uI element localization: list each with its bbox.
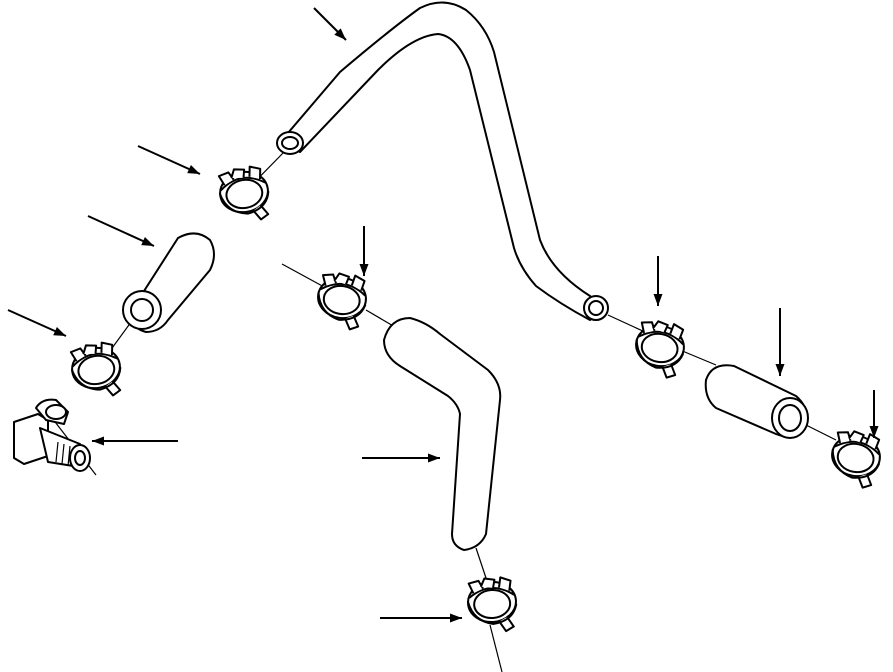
callout-arrowhead-10: [428, 453, 440, 463]
upper-bent-hose: [276, 1, 609, 321]
clamp-5: [826, 427, 885, 491]
callout-arrowhead-2: [187, 164, 200, 174]
clamp-1: [215, 163, 274, 227]
callout-arrow-3: [87, 215, 155, 247]
clamp-6: [465, 575, 520, 635]
clamp-2: [67, 339, 126, 403]
axis-lines: [41, 149, 837, 672]
callout-arrowhead-1: [334, 28, 346, 40]
callout-arrowhead-5: [92, 436, 104, 446]
callout-arrowhead-6: [359, 264, 369, 276]
callout-arrowhead-7: [653, 294, 663, 306]
clamp-3: [313, 269, 371, 333]
callout-arrows: [7, 7, 879, 623]
clamp-4: [630, 317, 689, 381]
elbow-fitting-icon: [13, 398, 91, 472]
callout-arrowhead-11: [450, 613, 462, 623]
lower-bent-hose: [383, 317, 502, 551]
left-straight-hose: [122, 232, 215, 333]
callout-arrowhead-8: [775, 364, 785, 376]
right-straight-hose: [704, 364, 809, 439]
callout-arrowhead-3: [141, 236, 154, 246]
callout-arrowhead-4: [53, 326, 66, 336]
callout-arrowhead-9: [869, 426, 879, 438]
